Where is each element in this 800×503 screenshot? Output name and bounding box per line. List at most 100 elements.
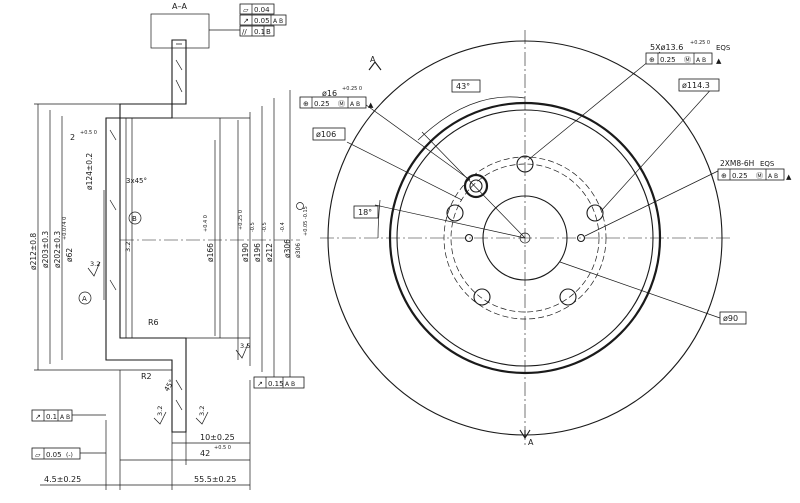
runout-left-frame (31, 409, 73, 422)
thread-hole (576, 233, 586, 243)
left-dim-4: ø62 (65, 248, 74, 262)
radius-r2: R2 (141, 372, 152, 381)
right-dim-6-tol: +0.05 -0.15 (303, 206, 309, 236)
runout-right-frame (253, 376, 305, 389)
roughness-2: 3.2 (90, 260, 100, 268)
section-arrow-top (368, 61, 382, 71)
pilot-callout-tol: +0.25 0 (342, 86, 362, 92)
roughness-1: 3.2 (124, 242, 132, 252)
hub-bore-dim: ø124±0.2 (85, 153, 94, 190)
bottom-dim-2: 42 (200, 449, 210, 458)
tolerance-frame-group: ▱ 0.04 ↗ 0.05 A B // 0.1 B (209, 3, 287, 37)
bolt-hole (586, 204, 604, 222)
section-view: A–A ▱ 0.04 ↗ 0.05 A B // 0.1 B (29, 2, 309, 490)
thread-position-value: 0.25 (732, 172, 748, 180)
position-icon: ⊕ (649, 56, 655, 64)
flatness-frame (239, 3, 275, 15)
wheel-bolt-holes (446, 155, 604, 306)
roughness-3: 3.2 (156, 406, 164, 416)
flatness-icon: ▱ (243, 6, 249, 14)
right-dim-2-tol: +0.25 0 (238, 210, 244, 230)
flatness-bottom-note: (-) (66, 452, 73, 459)
left-dim-3: ø202±0.3 (53, 231, 62, 268)
angle-43-box (451, 79, 481, 93)
depth-tol: +0.5 0 (80, 130, 97, 136)
bolt-hole (559, 288, 577, 306)
angle-43-label: 43° (456, 82, 470, 91)
bottom-dim-3: 4.5±0.25 (44, 475, 81, 484)
radius-r6: R6 (148, 318, 159, 327)
pcd-box (678, 78, 720, 92)
thread-hole (464, 233, 474, 243)
right-dim-4: ø212 (265, 243, 274, 262)
angle-18-box (353, 205, 379, 219)
angle-45: 45° (163, 378, 176, 393)
mmc-icon: Ⓜ (338, 100, 345, 108)
runout-right-value: 0.15 (268, 380, 284, 388)
bottom-dim-4: 55.5±0.25 (194, 475, 236, 484)
thread-position-datum: A B (768, 173, 778, 180)
datum-b-label: B (132, 215, 137, 223)
datum-a-marker (78, 291, 92, 305)
runout-frame (239, 14, 287, 26)
bolt-pcd-circle (450, 163, 600, 313)
flatness-bottom-frame (31, 447, 81, 460)
parallelism-datum: B (266, 28, 271, 36)
angle-18-label: 18° (358, 208, 372, 217)
position-icon: ⊕ (721, 172, 727, 180)
right-dim-6: ø306 (295, 243, 302, 258)
flatness-bottom-value: 0.05 (46, 451, 62, 459)
pilot-position-datum: A B (350, 101, 360, 108)
runout-left-icon: ↗ (35, 413, 41, 421)
bolt-hole (446, 204, 464, 222)
depth-dim: 2 (70, 133, 75, 142)
runout-left-value: 0.1 (46, 413, 57, 421)
left-dimension-lines (34, 103, 172, 371)
angle-arc-43 (417, 96, 526, 141)
section-label-top: A (370, 55, 376, 64)
right-dimension-lines (214, 90, 291, 388)
runout-left-datum: A B (60, 414, 70, 421)
position-icon: ⊕ (303, 100, 309, 108)
angle-arc-18 (377, 199, 381, 239)
parallelism-value: 0.1 (254, 28, 265, 36)
bolt-circle-box (312, 127, 346, 141)
hole-position-value: 0.25 (660, 56, 676, 64)
hole-callout-note: EQS (716, 44, 731, 52)
mark-circle (296, 202, 304, 210)
right-dim-5-tol: -0.4 (280, 222, 286, 232)
hole-position-datum: A B (696, 57, 706, 64)
triangle-icon: ▲ (716, 57, 722, 65)
section-title-frame (150, 13, 210, 49)
roughness-5: 3.5 (240, 342, 250, 350)
pilot-hole-inner (469, 179, 483, 193)
center-bore-box (719, 311, 747, 325)
flatness-bottom-icon: ▱ (35, 451, 41, 459)
chamfer-dim: 3x45° (126, 177, 147, 185)
pcd-label: ø114.3 (682, 81, 710, 90)
mmc-icon: Ⓜ (684, 56, 691, 64)
datum-a-label: A (82, 295, 87, 303)
runout-value: 0.05 (254, 17, 270, 25)
bolt-circle-label: ø106 (316, 130, 336, 139)
pilot-position-value: 0.25 (314, 100, 330, 108)
parallelism-frame (239, 25, 275, 37)
pilot-hole-outer (463, 173, 489, 199)
bottom-dim-1: 10±0.25 (200, 433, 235, 442)
right-dim-1: ø166 (206, 243, 215, 262)
thread-callout-note: EQS (760, 160, 775, 168)
right-dim-5: ø306 (283, 239, 292, 258)
runout-icon: ↗ (243, 17, 249, 25)
hole-callout: 5Xø13.6 (650, 43, 683, 52)
bolt-hole (516, 155, 534, 173)
leader-lines (346, 51, 721, 319)
bottom-dim-2-tol: +0.5 0 (214, 445, 231, 451)
flatness-value: 0.04 (254, 6, 270, 14)
triangle-icon: ▲ (368, 101, 374, 109)
thread-callout: 2XM8-6H (720, 159, 754, 168)
left-dim-1: ø212±0.8 (29, 233, 38, 270)
right-dim-2: ø190 (241, 243, 250, 262)
left-dim-2: ø203±0.3 (41, 231, 50, 268)
pilot-callout: ø16 (322, 89, 337, 98)
